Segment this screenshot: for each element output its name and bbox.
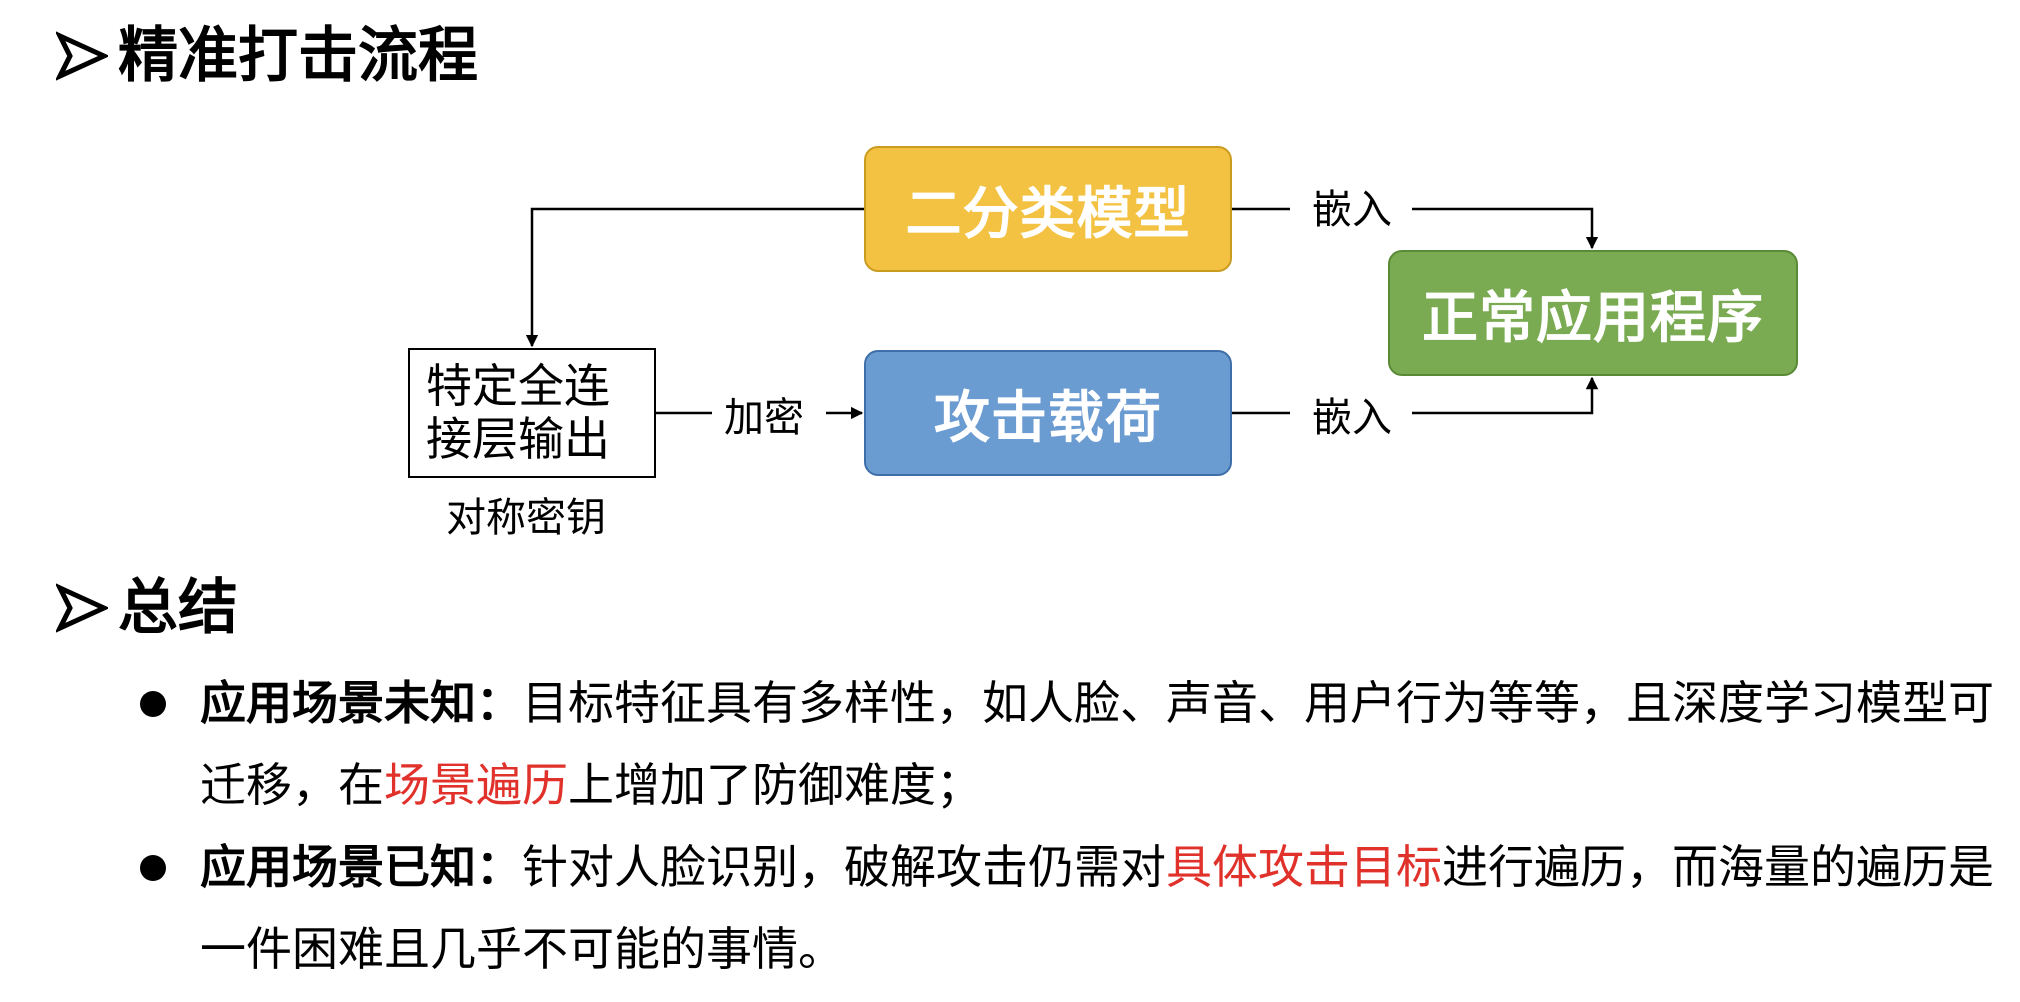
section-heading-flow: 精准打击流程 — [56, 26, 478, 86]
node-binary-classifier: 二分类模型 — [864, 146, 1232, 272]
node-attack-payload: 攻击载荷 — [864, 350, 1232, 476]
summary-list: 应用场景未知：目标特征具有多样性，如人脸、声音、用户行为等等，且深度学习模型可迁… — [140, 662, 2020, 990]
bullet-text: 针对人脸识别，破解攻击仍需对 — [522, 840, 1166, 894]
edge-payload-to-app-right — [1412, 376, 1599, 415]
section-title: 总结 — [118, 573, 238, 643]
node-label: 攻击载荷 — [934, 385, 1162, 451]
edge-label-embed-bottom: 嵌入 — [1306, 398, 1398, 438]
section-heading-summary: 总结 — [56, 578, 238, 638]
bullet-dot-icon — [140, 855, 166, 881]
node-normal-application: 正常应用程序 — [1388, 250, 1798, 376]
list-item: 应用场景已知：针对人脸识别，破解攻击仍需对具体攻击目标进行遍历，而海量的遍历是一… — [140, 826, 2020, 990]
bullet-text: 目标特征具有多样性，如人脸、声音、用户行为等等，且深度学习模型可迁移，在 — [200, 676, 1994, 812]
arrowhead-bullet-icon — [56, 583, 108, 633]
edge-label-embed-top: 嵌入 — [1306, 190, 1398, 230]
node-label: 正常应用程序 — [1422, 285, 1764, 351]
bullet-highlight: 场景遍历 — [384, 758, 568, 812]
edge-label-encrypt: 加密 — [718, 398, 810, 438]
node-label-line-1: 特定全连 — [426, 359, 610, 414]
bullet-lead: 应用场景未知： — [200, 676, 522, 730]
node-fc-layer-output: 特定全连 接层输出 — [408, 348, 656, 478]
bullet-highlight: 具体攻击目标 — [1166, 840, 1442, 894]
edge-binary-to-app-right — [1412, 207, 1599, 250]
list-item: 应用场景未知：目标特征具有多样性，如人脸、声音、用户行为等等，且深度学习模型可迁… — [140, 662, 2020, 826]
section-title: 精准打击流程 — [118, 21, 478, 91]
bullet-lead: 应用场景已知： — [200, 840, 522, 894]
arrowhead-bullet-icon — [56, 31, 108, 81]
caption-symmetric-key: 对称密钥 — [446, 495, 606, 541]
bullet-text-after: 进行遍历，而海量的遍历是一件困难且几乎不可能的事情。 — [200, 840, 1994, 976]
node-label: 二分类模型 — [905, 181, 1191, 247]
node-label-line-2: 接层输出 — [426, 412, 610, 466]
edge-binary-to-fc — [525, 207, 864, 348]
bullet-text-after: 上增加了防御难度； — [568, 758, 982, 812]
bullet-dot-icon — [140, 691, 166, 717]
